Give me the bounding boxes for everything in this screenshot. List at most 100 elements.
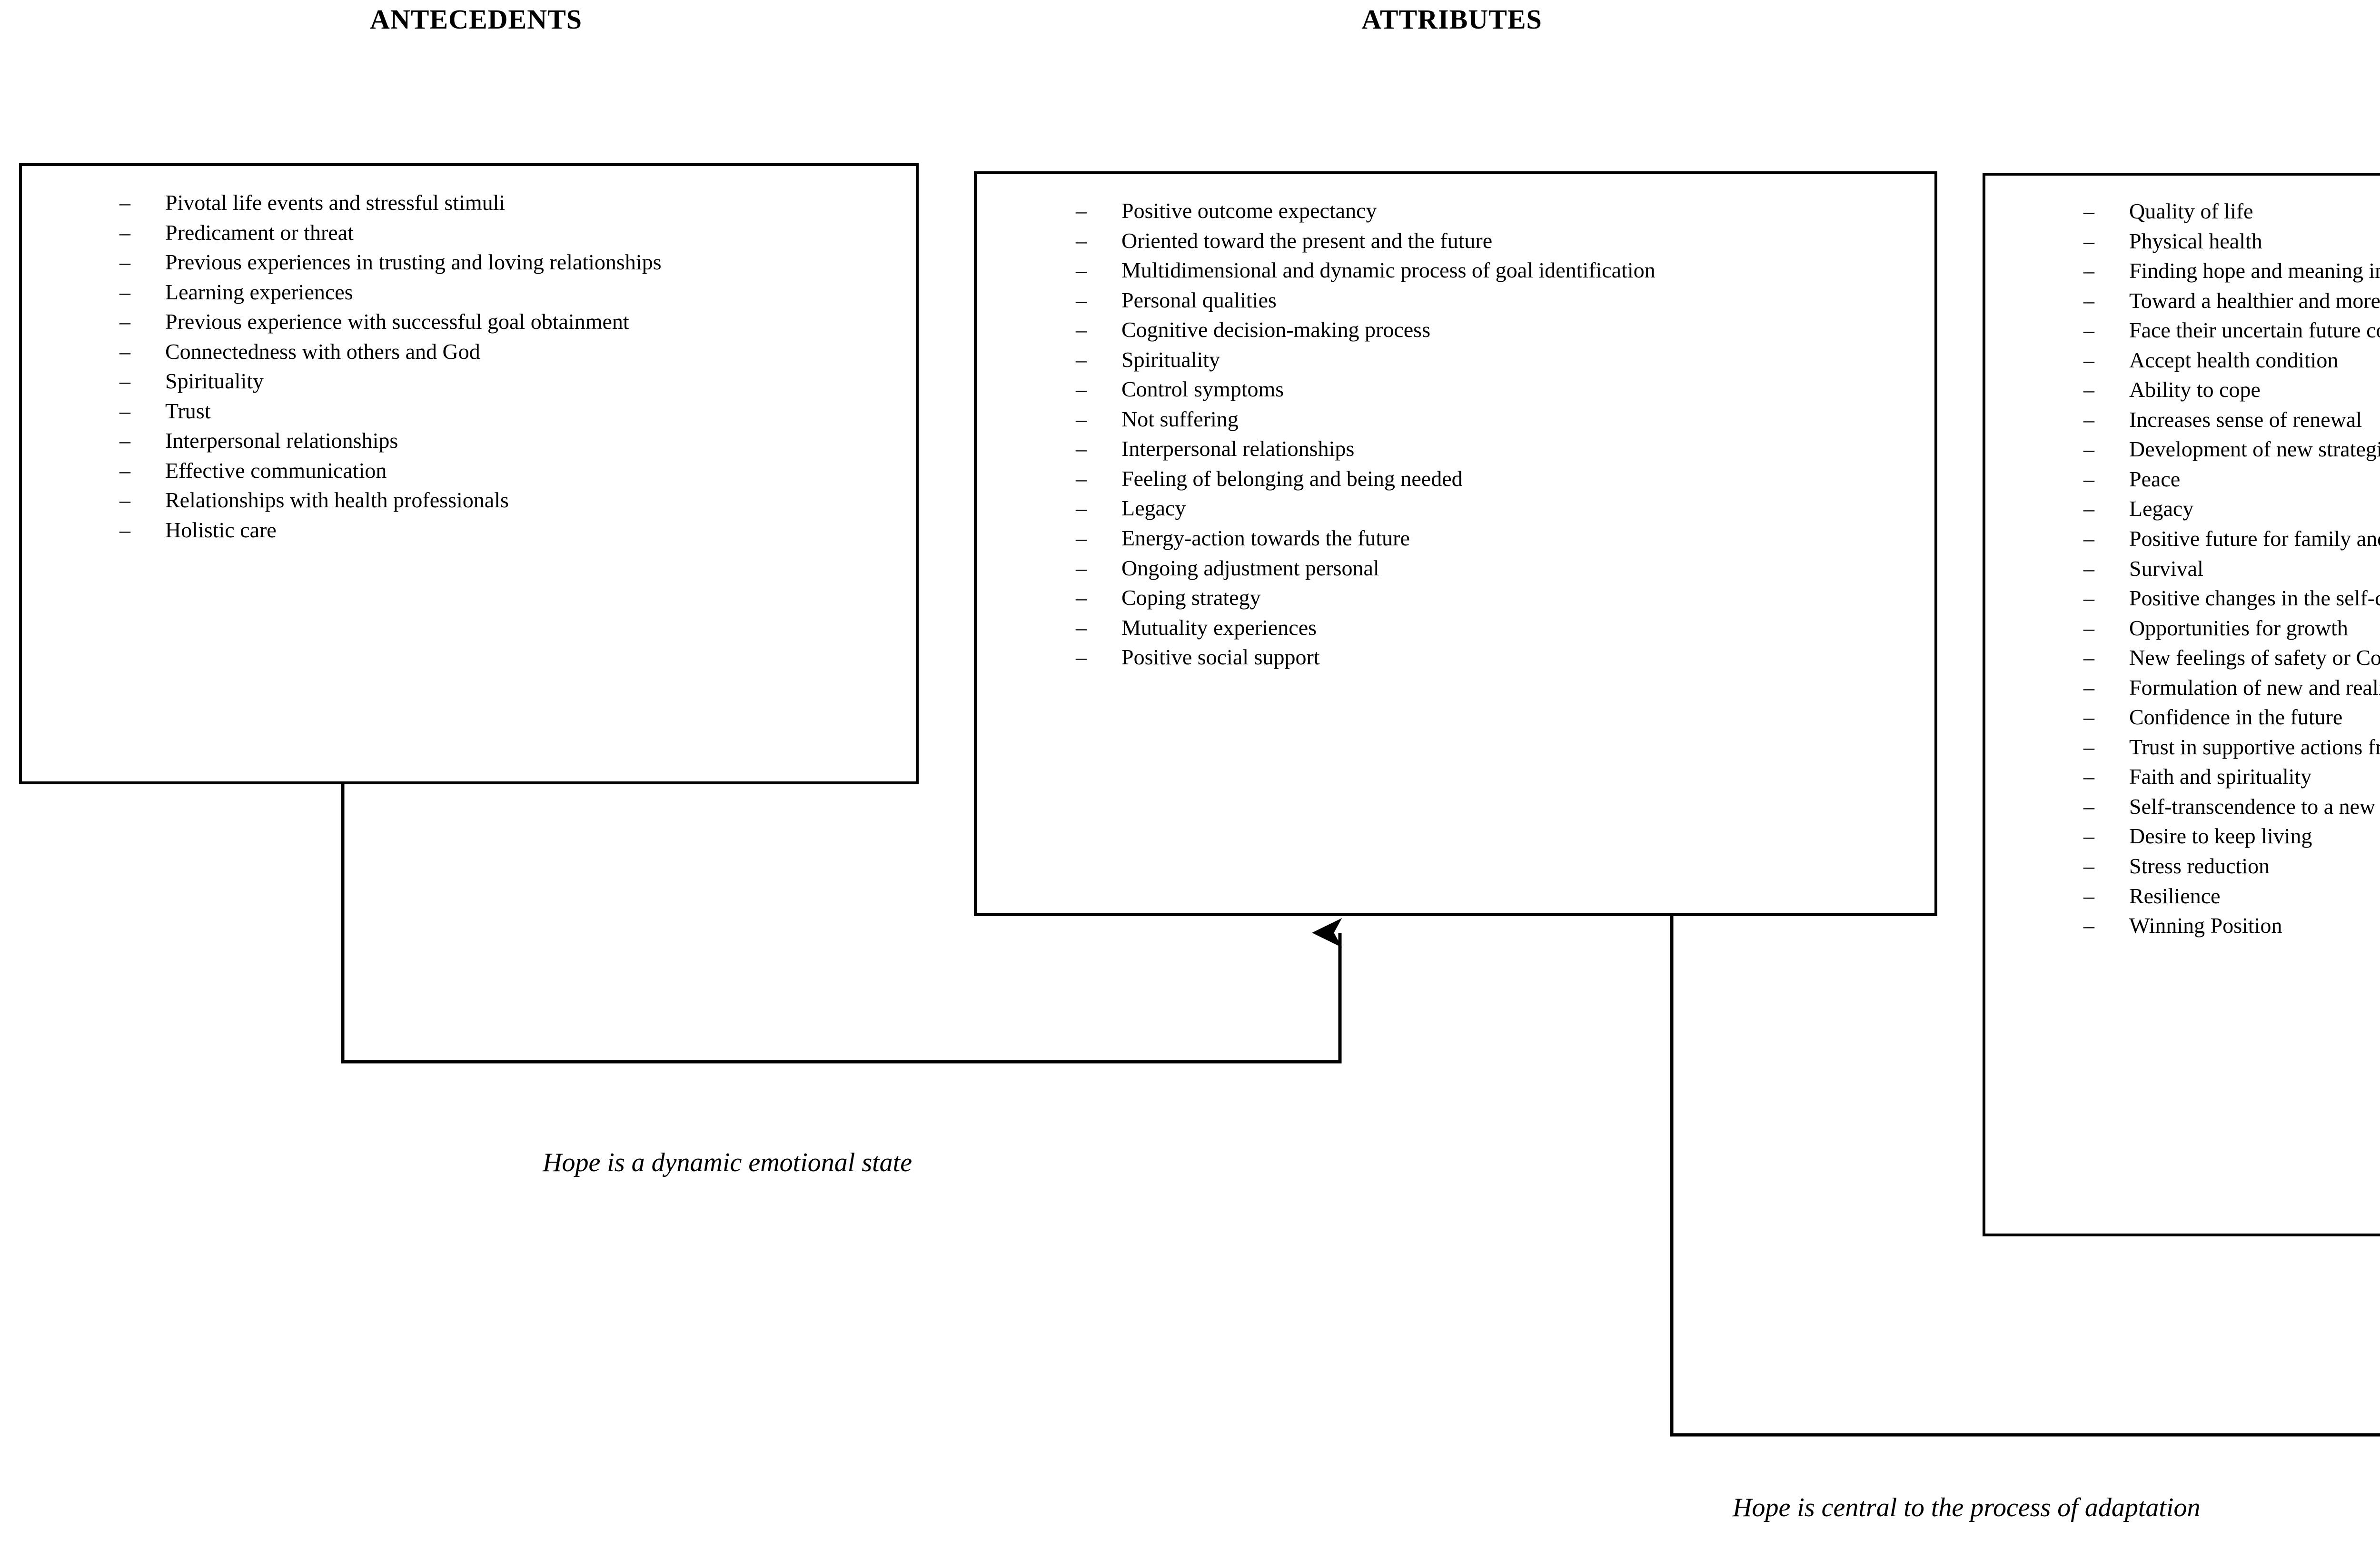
- list-item: –Face their uncertain future constructiv…: [2083, 316, 2380, 346]
- list-item-label: Trust in supportive actions from others: [2129, 734, 2380, 759]
- list-item: –Energy-action towards the future: [1076, 523, 1854, 553]
- column-header-attributes: ATTRIBUTES: [1361, 4, 1542, 35]
- dash-bullet-icon: –: [2083, 556, 2094, 581]
- list-item-label: Multidimensional and dynamic process of …: [1121, 258, 1656, 283]
- dash-bullet-icon: –: [1076, 555, 1087, 580]
- dash-bullet-icon: –: [1076, 258, 1087, 283]
- list-item: –Positive future for family and friends: [2083, 524, 2380, 554]
- list-item-label: Cognitive decision-making process: [1121, 317, 1430, 342]
- list-item-label: Positive changes in the self-concept: [2129, 586, 2380, 611]
- dash-bullet-icon: –: [2083, 883, 2094, 908]
- dash-bullet-icon: –: [2083, 854, 2094, 879]
- list-item: – Control symptoms: [1076, 375, 1854, 405]
- list-item: – Trust in supportive actions from others: [2083, 732, 2380, 762]
- dash-bullet-icon: –: [119, 190, 130, 215]
- list-item-label: Previous experience with successful goal…: [165, 309, 629, 334]
- dash-bullet-icon: –: [119, 339, 130, 364]
- list-item-label: Faith and spirituality: [2129, 764, 2312, 789]
- list-item-label: Trust: [165, 398, 211, 423]
- dash-bullet-icon: –: [2083, 347, 2094, 372]
- dash-bullet-icon: –: [1076, 287, 1087, 312]
- list-item-label: Desire to keep living: [2129, 824, 2312, 849]
- dash-bullet-icon: –: [1076, 228, 1087, 253]
- list-item-label: Opportunities for growth: [2129, 615, 2348, 640]
- list-item: –Previous experiences in trusting and lo…: [119, 247, 835, 277]
- list-item-label: Positive outcome expectancy: [1121, 198, 1377, 223]
- dash-bullet-icon: –: [119, 309, 130, 334]
- list-item: – Mutuality experiences: [1076, 613, 1854, 643]
- list-item-label: Winning Position: [2129, 913, 2282, 938]
- consequences-item-list: – Quality of life – Physical health – Finding…: [2083, 197, 2380, 941]
- list-item: – Quality of life: [2083, 197, 2380, 227]
- list-item: –Resilience: [2083, 881, 2380, 911]
- list-item: – Effective communication: [119, 456, 835, 486]
- list-item-label: Face their uncertain future constructive…: [2129, 318, 2380, 343]
- list-item: – Oriented toward the present and the fut…: [1076, 226, 1854, 256]
- dash-bullet-icon: –: [119, 488, 130, 513]
- dash-bullet-icon: –: [1076, 377, 1087, 402]
- list-item-label: Finding hope and meaning in life: [2129, 258, 2380, 283]
- list-item: –Positive outcome expectancy: [1076, 196, 1854, 226]
- list-item-label: Effective communication: [165, 458, 387, 483]
- dash-bullet-icon: –: [2083, 288, 2094, 313]
- dash-bullet-icon: –: [119, 458, 130, 483]
- list-item-label: Mutuality experiences: [1121, 615, 1317, 640]
- list-item-label: Control symptoms: [1121, 377, 1284, 402]
- list-item-label: Spirituality: [1121, 347, 1220, 372]
- list-item-label: Ongoing adjustment personal: [1121, 555, 1379, 580]
- list-item: –Confidence in the future: [2083, 702, 2380, 732]
- list-item: –Not suffering: [1076, 405, 1854, 434]
- list-item-label: Stress reduction: [2129, 854, 2270, 879]
- dash-bullet-icon: –: [1076, 585, 1087, 610]
- list-item-label: Quality of life: [2129, 199, 2253, 223]
- list-item: –Holistic care: [119, 515, 835, 545]
- list-item: –Opportunities for growth: [2083, 613, 2380, 643]
- list-item-label: Predicament or threat: [165, 220, 354, 245]
- dash-bullet-icon: –: [119, 369, 130, 394]
- list-item: –Winning Position: [2083, 911, 2380, 941]
- list-item: –Legacy: [1076, 494, 1854, 523]
- list-item: –New feelings of safety or Comfort: [2083, 643, 2380, 673]
- dash-bullet-icon: –: [1076, 645, 1087, 670]
- dash-bullet-icon: –: [119, 398, 130, 423]
- list-item-label: Spirituality: [165, 369, 264, 394]
- dash-bullet-icon: –: [2083, 734, 2094, 759]
- dash-bullet-icon: –: [1076, 526, 1087, 551]
- list-item-label: Survival: [2129, 556, 2203, 581]
- dash-bullet-icon: –: [2083, 496, 2094, 521]
- antecedents-box: – Pivotal life events and stressful stimu…: [19, 163, 919, 784]
- list-item-label: Pivotal life events and stressful stimul…: [165, 190, 506, 215]
- list-item: –Formulation of new and realistic goals: [2083, 673, 2380, 703]
- list-item: –Interpersonal relationships: [119, 426, 835, 456]
- dash-bullet-icon: –: [2083, 258, 2094, 283]
- column-header-antecedents: ANTECEDENTS: [369, 4, 583, 35]
- list-item-label: Personal qualities: [1121, 287, 1277, 312]
- list-item: – Previous experience with successful goa…: [119, 307, 835, 337]
- list-item: – Trust: [119, 396, 835, 426]
- dash-bullet-icon: –: [2083, 526, 2094, 551]
- list-item: –Faith and spirituality: [2083, 762, 2380, 792]
- list-item: –Learning experiences: [119, 277, 835, 307]
- list-item: –Relationships with health professionals: [119, 485, 835, 515]
- dash-bullet-icon: –: [119, 279, 130, 304]
- dash-bullet-icon: –: [1076, 615, 1087, 640]
- caption-hope-dynamic-emotional-state: Hope is a dynamic emotional state: [543, 1148, 912, 1177]
- attributes-item-list: –Positive outcome expectancy–Oriented to…: [1076, 196, 1934, 672]
- list-item-label: Oriented toward the present and the futu…: [1121, 228, 1493, 253]
- list-item: –Predicament or threat: [119, 218, 835, 248]
- dash-bullet-icon: –: [2083, 199, 2094, 223]
- dash-bullet-icon: –: [1076, 436, 1087, 461]
- list-item-label: Not suffering: [1121, 406, 1239, 431]
- list-item-label: Physical health: [2129, 228, 2262, 253]
- list-item-label: Self-transcendence to a new awareness: [2129, 794, 2380, 819]
- list-item-label: Development of new strategies: [2129, 437, 2380, 462]
- list-item-label: Connectedness with others and God: [165, 339, 480, 364]
- list-item: –Ability to cope: [2083, 375, 2380, 405]
- list-item: – Finding hope and meaning in life: [2083, 256, 2380, 286]
- list-item: –Positive changes in the self-concept: [2083, 583, 2380, 613]
- list-item-label: Increases sense of renewal: [2129, 407, 2362, 432]
- dash-bullet-icon: –: [1076, 347, 1087, 372]
- dash-bullet-icon: –: [119, 250, 130, 275]
- caption-hope-central-process-adaptation: Hope is central to the process of adapta…: [1733, 1493, 2201, 1522]
- dash-bullet-icon: –: [2083, 705, 2094, 730]
